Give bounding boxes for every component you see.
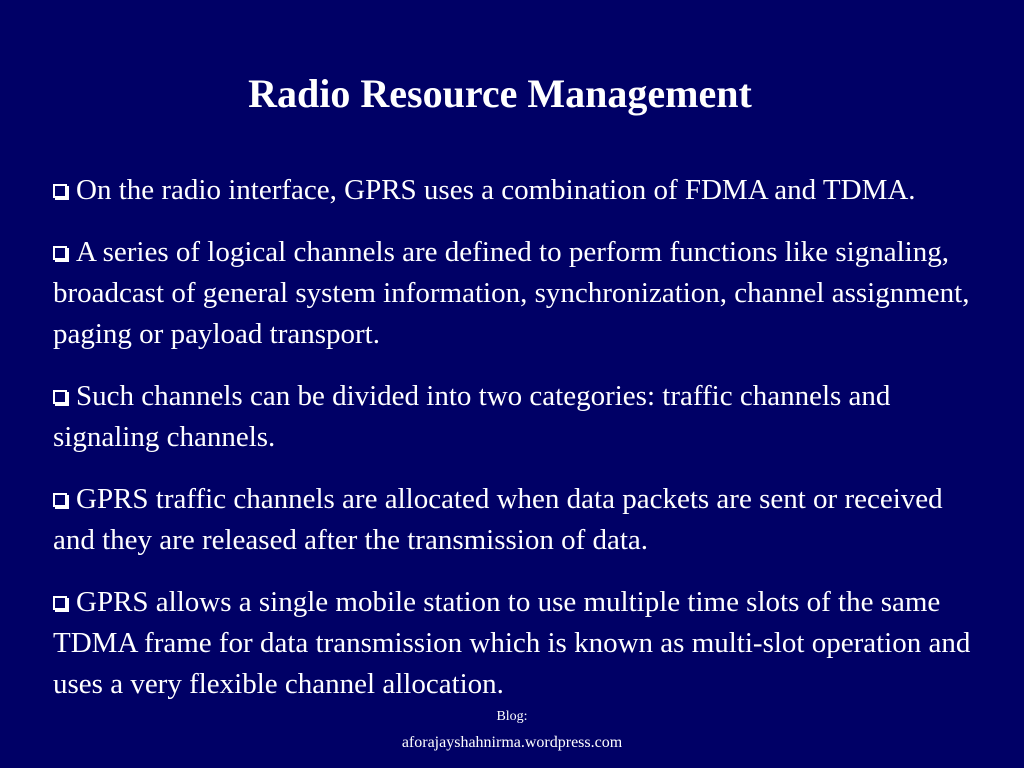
- footer-blog-url[interactable]: aforajayshahnirma.wordpress.com: [401, 734, 623, 751]
- bullet-text: GPRS allows a single mobile station to u…: [53, 586, 971, 700]
- slide-title: Radio Resource Management: [248, 71, 752, 116]
- bullet-item: Such channels can be divided into two ca…: [53, 376, 983, 458]
- bullet-text: A series of logical channels are defined…: [53, 236, 970, 350]
- bullet-text: Such channels can be divided into two ca…: [53, 380, 891, 453]
- footer-blog-label: Blog:: [496, 709, 528, 724]
- bullet-text: On the radio interface, GPRS uses a comb…: [76, 174, 916, 206]
- checkbox-bullet-icon: [53, 493, 67, 508]
- bullet-item: GPRS traffic channels are allocated when…: [53, 479, 983, 561]
- checkbox-bullet-icon: [53, 246, 67, 261]
- checkbox-bullet-icon: [53, 596, 67, 611]
- bullet-item: A series of logical channels are defined…: [53, 232, 983, 355]
- bullet-item: On the radio interface, GPRS uses a comb…: [53, 170, 983, 211]
- bullet-item: GPRS allows a single mobile station to u…: [53, 582, 983, 705]
- checkbox-bullet-icon: [53, 184, 67, 199]
- checkbox-bullet-icon: [53, 390, 67, 405]
- bullet-text: GPRS traffic channels are allocated when…: [53, 483, 943, 556]
- bullet-list: On the radio interface, GPRS uses a comb…: [53, 170, 983, 726]
